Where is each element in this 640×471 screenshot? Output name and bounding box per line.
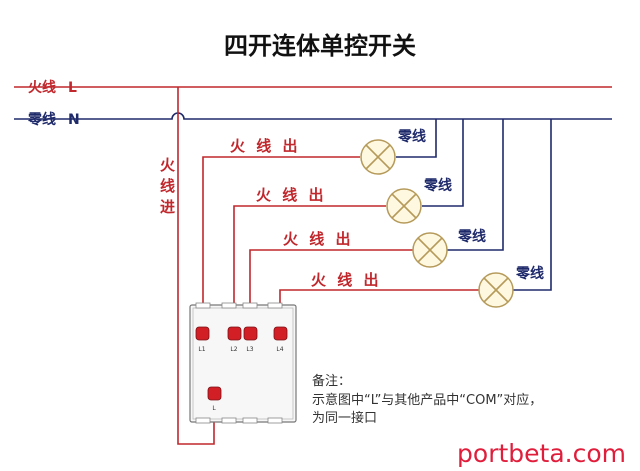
terminal-l1 [195, 326, 210, 341]
terminal-label-common: L [212, 405, 216, 412]
neutral-label-2: 零线 [423, 177, 452, 194]
neutral-label-1: 零线 [397, 128, 426, 145]
lamp-3 [412, 232, 448, 268]
live-out-wire-4 [279, 289, 479, 327]
neutral-main-line [14, 112, 612, 120]
live-out-label-1: 火 线 出 [230, 137, 300, 155]
terminal-label-l2: L2 [230, 346, 237, 353]
live-out-label-4: 火 线 出 [311, 271, 381, 289]
live-out-wire-2 [233, 205, 386, 327]
watermark: portbeta.com [457, 439, 626, 468]
neutral-label-3: 零线 [457, 228, 486, 245]
circuit-4: 火 线 出 零线 [279, 119, 552, 327]
terminal-l2 [227, 326, 242, 341]
neutral-wire-3 [447, 119, 504, 251]
lamp-1 [360, 139, 396, 175]
neutral-wire-4 [513, 119, 552, 291]
live-out-wire-3 [249, 249, 413, 327]
terminal-l3 [243, 326, 258, 341]
live-in-char-1: 火 [160, 156, 176, 174]
lamp-2 [386, 188, 422, 224]
switch-module: L1 L2 L3 L4 L [189, 302, 297, 424]
note-line-2: 为同一接口 [312, 410, 377, 426]
note-line-1: 示意图中“L”与其他产品中“COM”对应， [312, 392, 542, 408]
neutral-wire-1 [396, 119, 437, 158]
diagram-title: 四开连体单控开关 [224, 32, 416, 60]
neutral-line-letter: N [68, 112, 80, 128]
neutral-label-4: 零线 [515, 265, 544, 282]
terminal-label-l3: L3 [246, 346, 253, 353]
note-heading: 备注： [312, 373, 351, 389]
terminal-l4 [273, 326, 288, 341]
terminal-common [207, 386, 222, 401]
circuit-3: 火 线 出 零线 [249, 119, 504, 327]
live-out-label-2: 火 线 出 [256, 186, 326, 204]
live-out-wire-1 [202, 156, 360, 310]
switch-body [189, 304, 297, 423]
circuit-1: 火 线 出 零线 [202, 119, 437, 310]
neutral-line-label: 零线 [27, 111, 56, 128]
live-line-letter: L [68, 80, 77, 96]
live-in-char-3: 进 [160, 198, 175, 216]
lamp-4 [478, 272, 514, 308]
live-line-label: 火线 [28, 79, 56, 96]
live-in-char-2: 线 [160, 177, 175, 195]
neutral-wire-2 [422, 119, 464, 207]
circuit-2: 火 线 出 零线 [233, 119, 464, 327]
terminal-label-l4: L4 [276, 346, 283, 353]
live-out-label-3: 火 线 出 [283, 230, 353, 248]
terminal-label-l1: L1 [198, 346, 205, 353]
